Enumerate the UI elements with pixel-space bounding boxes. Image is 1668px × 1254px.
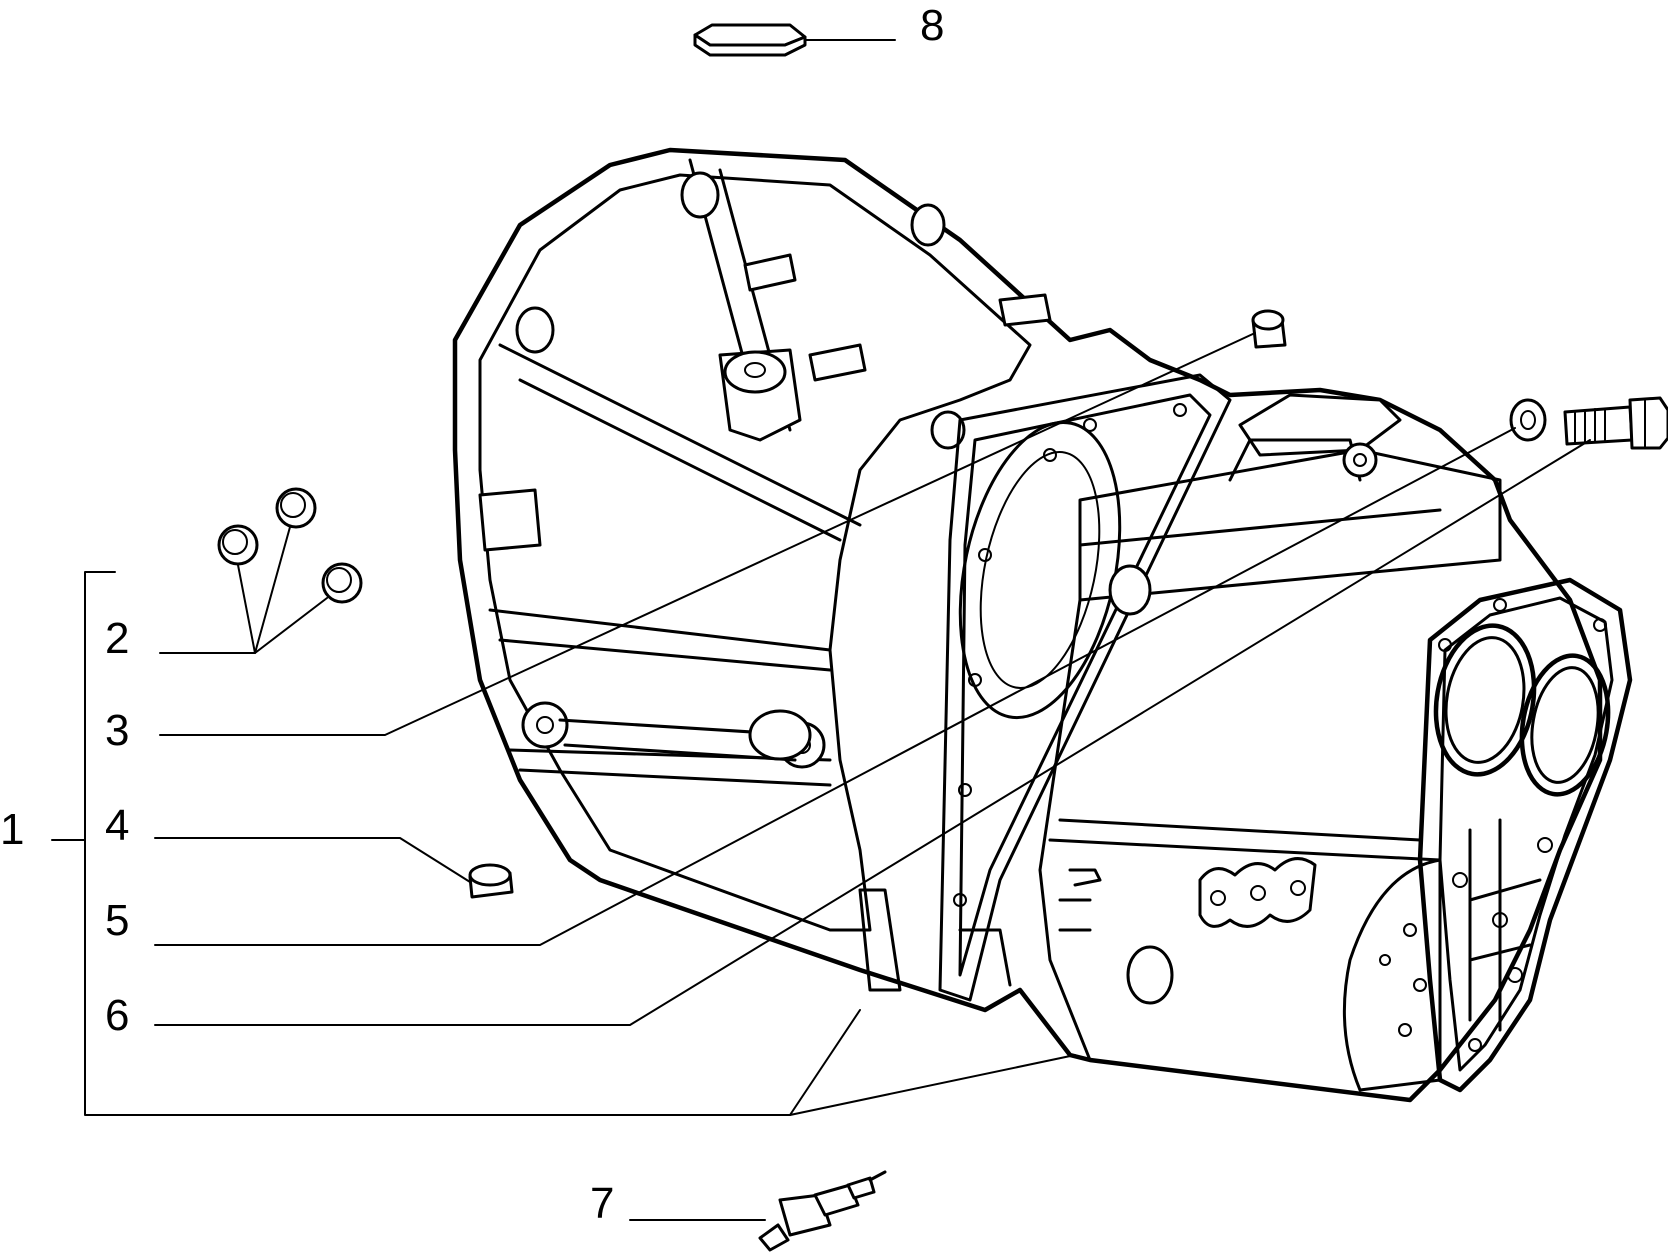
dowel-part-3 xyxy=(1251,309,1287,349)
callout-1: 1 xyxy=(0,805,24,854)
bolt-part-6 xyxy=(1563,396,1668,450)
callout-6: 6 xyxy=(105,991,129,1040)
washer-part-5 xyxy=(1509,398,1547,442)
callout-4: 4 xyxy=(105,801,129,850)
callout-7: 7 xyxy=(590,1179,614,1228)
rubber-block-part-8 xyxy=(693,23,807,57)
plugs-part-2 xyxy=(217,487,363,604)
gearbox-housing xyxy=(452,147,1633,1103)
callout-3: 3 xyxy=(105,706,129,755)
callout-2: 2 xyxy=(105,614,129,663)
callout-5: 5 xyxy=(105,896,129,945)
cap-part-4 xyxy=(468,863,514,899)
callout-8: 8 xyxy=(920,1,944,50)
leader-lines xyxy=(51,39,1591,1221)
sensor-part-7 xyxy=(758,1170,887,1252)
